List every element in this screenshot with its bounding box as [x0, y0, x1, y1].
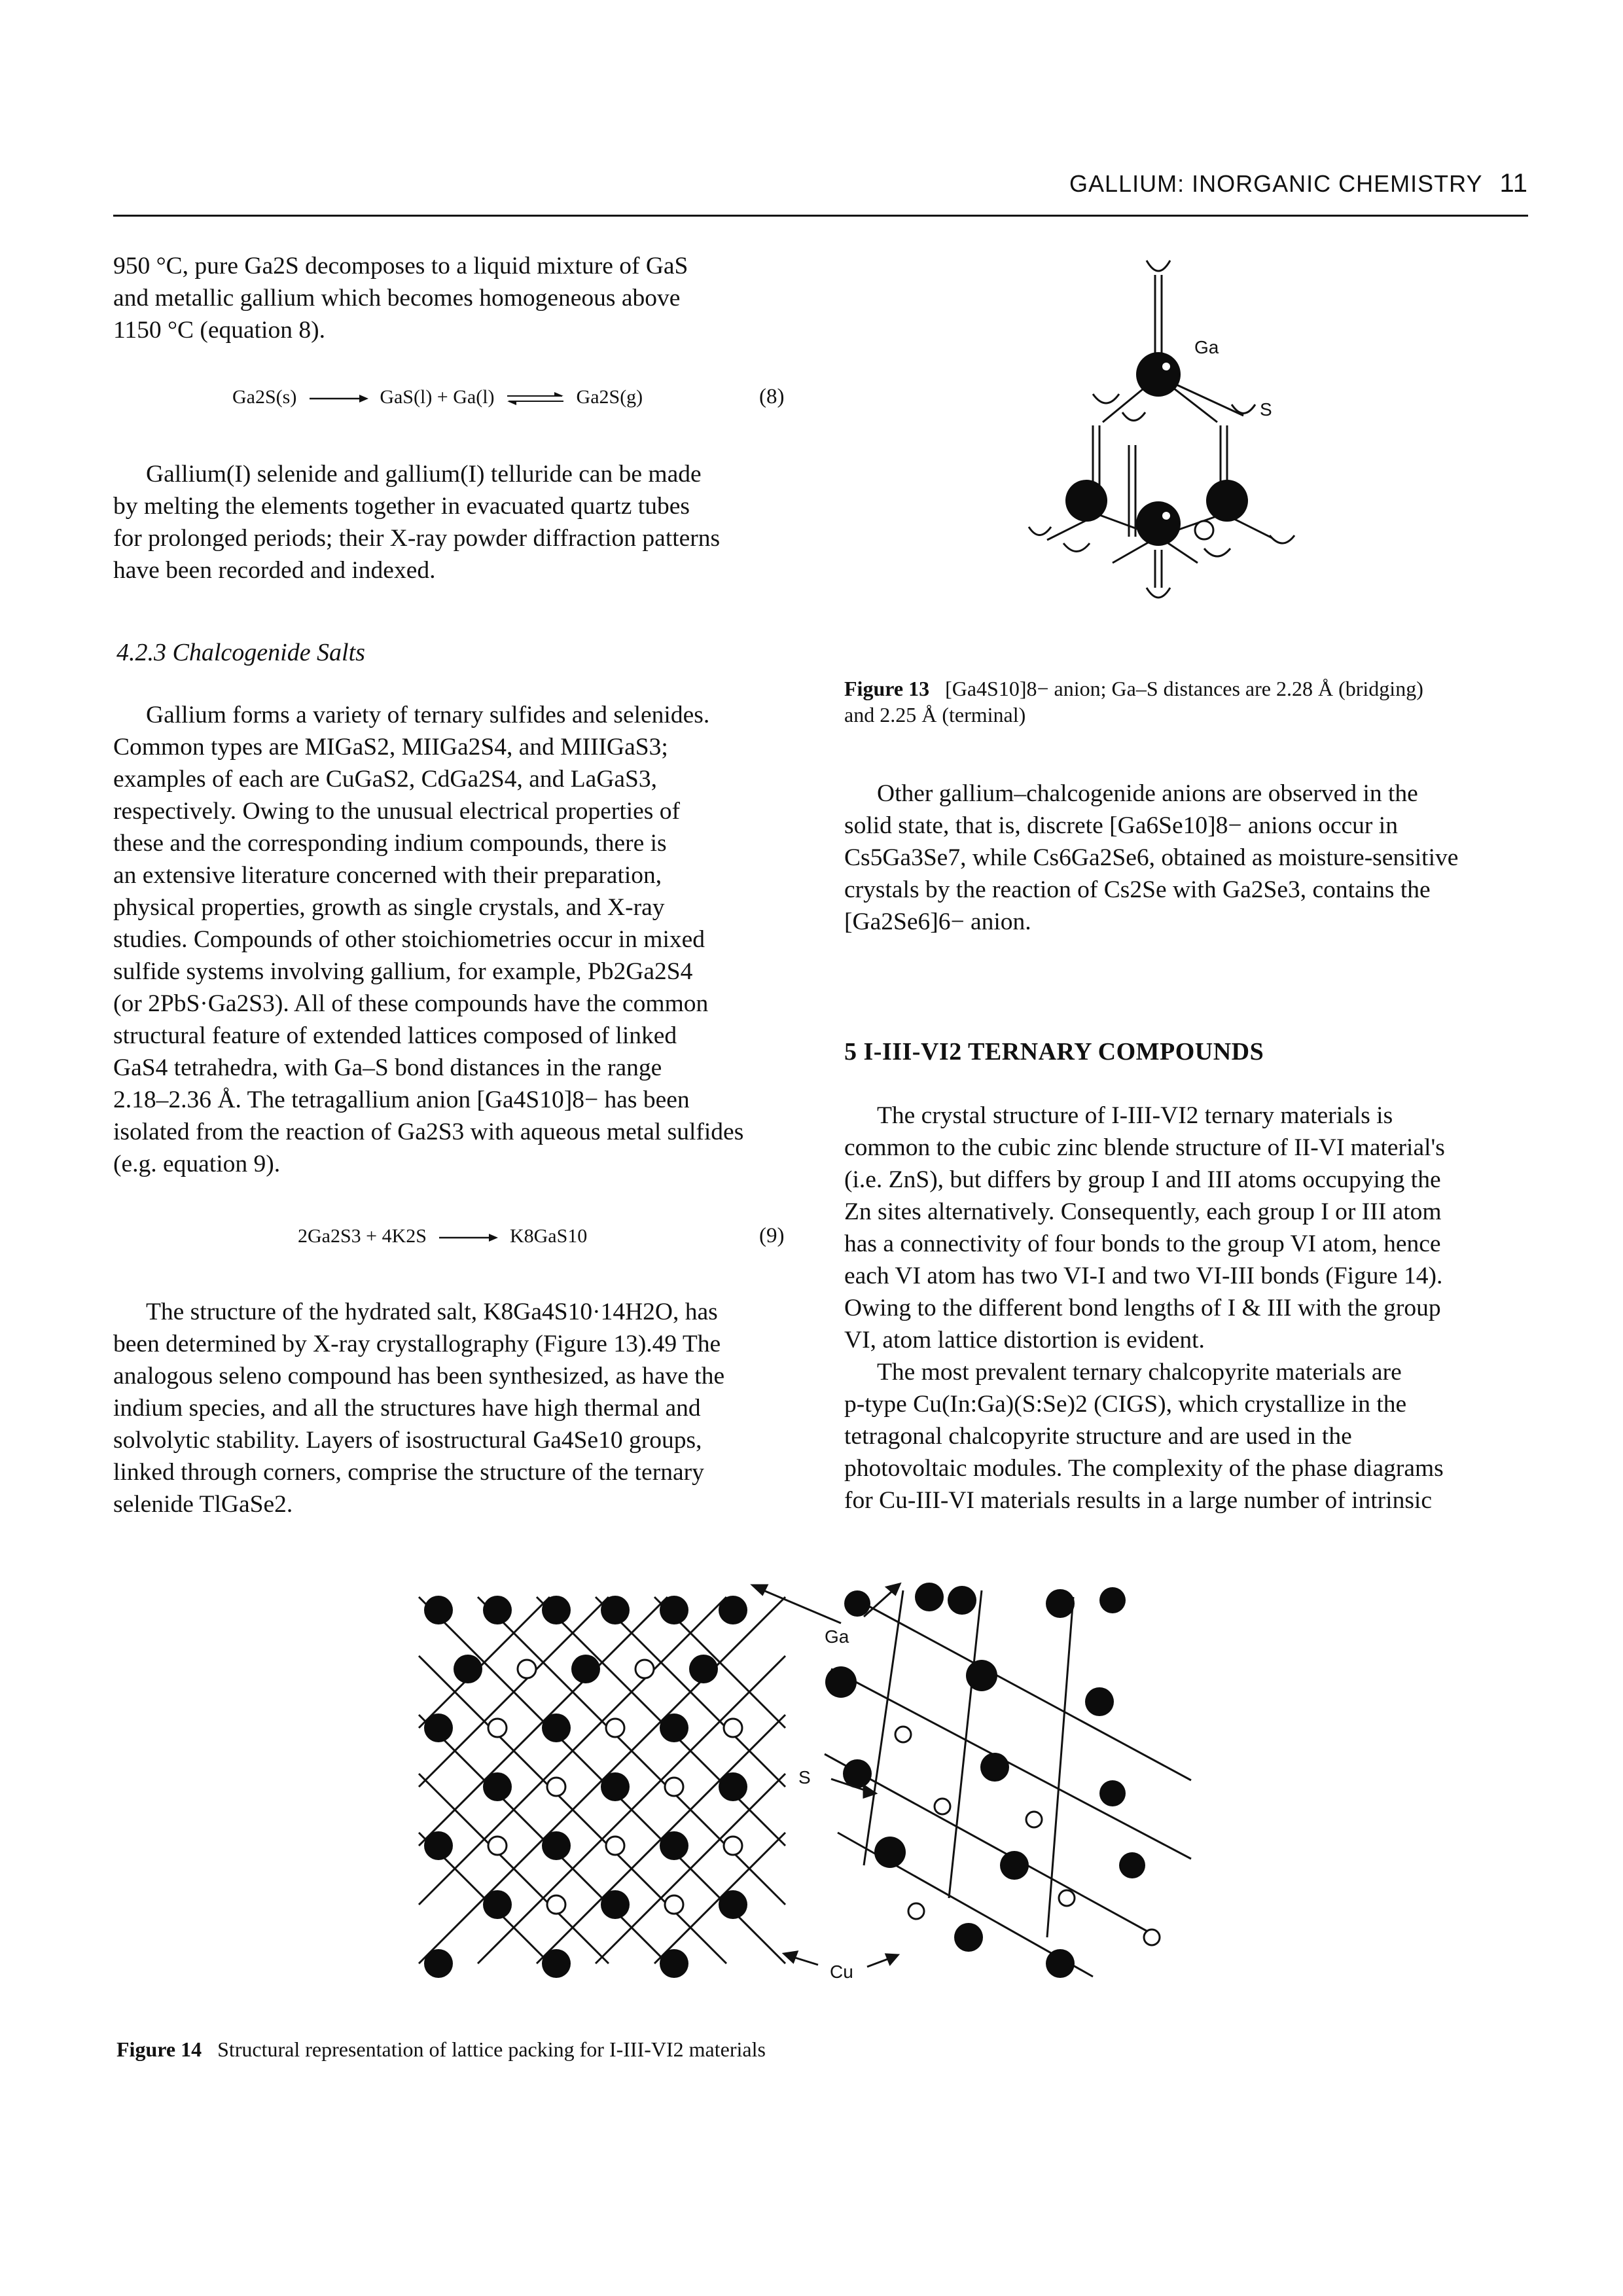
text-line: studies. Compounds of other stoichiometr…: [113, 926, 705, 953]
figure-13-caption-line: and 2.25 Å (terminal): [844, 703, 1026, 726]
subsection-heading: 4.2.3 Chalcogenide Salts: [116, 639, 365, 666]
equation-8-rhs: Ga2S(g): [576, 386, 643, 408]
text-line: solid state, that is, discrete [Ga6Se10]…: [844, 812, 1398, 839]
text-line: solvolytic stability. Layers of isostruc…: [113, 1427, 702, 1454]
equation-8-lhs: Ga2S(s): [232, 386, 297, 408]
text-line: sulfide systems involving gallium, for e…: [113, 958, 693, 985]
section-heading: 5 I-III-VI2 TERNARY COMPOUNDS: [844, 1038, 1264, 1066]
paragraph-hydrated-salt: The structure of the hydrated salt, K8Ga…: [113, 1296, 789, 1520]
figure-14-caption-text: Structural representation of lattice pac…: [217, 2037, 766, 2061]
text-line: an extensive literature concerned with t…: [113, 862, 662, 889]
figure-14-caption-label: Figure 14: [116, 2037, 202, 2061]
reaction-arrow-icon: [309, 395, 368, 403]
equation-8-number: (8): [759, 385, 785, 408]
text-line: 2.18–2.36 Å. The tetragallium anion [Ga4…: [113, 1086, 690, 1113]
figure-13-caption-line: [Ga4S10]8− anion; Ga–S distances are 2.2…: [945, 677, 1423, 700]
equation-9-lhs: 2Ga2S3 + 4K2S: [298, 1225, 427, 1247]
text-line: tetragonal chalcopyrite structure and ar…: [844, 1423, 1352, 1450]
text-line: p-type Cu(In:Ga)(S:Se)2 (CIGS), which cr…: [844, 1391, 1407, 1418]
header-rule: [113, 215, 1528, 217]
text-line: and metallic gallium which becomes homog…: [113, 285, 681, 312]
text-line: linked through corners, comprise the str…: [113, 1459, 704, 1486]
text-line: crystals by the reaction of Cs2Se with G…: [844, 876, 1431, 903]
text-line: for prolonged periods; their X-ray powde…: [113, 525, 721, 552]
paragraph-chalcopyrite: The most prevalent ternary chalcopyrite …: [844, 1356, 1528, 1516]
figure-13-caption-label: Figure 13: [844, 677, 930, 700]
figure-13-anion-structure: Ga S: [1027, 260, 1296, 599]
text-line: each VI atom has two VI-I and two VI-III…: [844, 1263, 1443, 1289]
text-line: physical properties, growth as single cr…: [113, 894, 665, 921]
text-line: isolated from the reaction of Ga2S3 with…: [113, 1119, 744, 1145]
text-line: structural feature of extended lattices …: [113, 1022, 677, 1049]
text-line: has a connectivity of four bonds to the …: [844, 1230, 1441, 1257]
text-line: [Ga2Se6]6− anion.: [844, 908, 1031, 935]
text-line: Zn sites alternatively. Consequently, ea…: [844, 1198, 1442, 1225]
text-line: Cs5Ga3Se7, while Cs6Ga2Se6, obtained as …: [844, 844, 1459, 871]
text-line: GaS4 tetrahedra, with Ga–S bond distance…: [113, 1054, 662, 1081]
figure-13-caption: Figure 13 [Ga4S10]8− anion; Ga–S distanc…: [844, 675, 1531, 728]
equation-9: 2Ga2S3 + 4K2S K8GaS10: [298, 1225, 587, 1247]
paragraph-selenide-telluride: Gallium(I) selenide and gallium(I) tellu…: [113, 458, 789, 586]
equation-9-rhs: K8GaS10: [509, 1225, 588, 1247]
equation-8-mid: GaS(l) + Ga(l): [380, 386, 495, 408]
text-line: Common types are MIGaS2, MIIGa2S4, and M…: [113, 734, 668, 761]
running-header: GALLIUM: INORGANIC CHEMISTRY 11: [1018, 169, 1528, 208]
figure-14-caption: Figure 14 Structural representation of l…: [116, 2036, 1033, 2062]
paragraph-ga2s-decomposition: 950 °C, pure Ga2S decomposes to a liquid…: [113, 250, 789, 346]
text-line: for Cu-III-VI materials results in a lar…: [844, 1487, 1432, 1514]
equation-9-number: (9): [759, 1224, 785, 1247]
text-line: have been recorded and indexed.: [113, 557, 436, 584]
text-line: examples of each are CuGaS2, CdGa2S4, an…: [113, 766, 658, 793]
figure-13-label-ga: Ga: [1194, 337, 1219, 357]
paragraph-chalcogenide-salts: Gallium forms a variety of ternary sulfi…: [113, 699, 789, 1180]
figure-13-label-s: S: [1260, 399, 1272, 420]
text-line: (e.g. equation 9).: [113, 1151, 281, 1177]
paragraph-other-anions: Other gallium–chalcogenide anions are ob…: [844, 778, 1528, 938]
text-line: been determined by X-ray crystallography…: [113, 1331, 721, 1357]
text-line: 1150 °C (equation 8).: [113, 317, 325, 344]
text-line: (i.e. ZnS), but differs by group I and I…: [844, 1166, 1441, 1193]
equilibrium-arrow-icon: [507, 392, 564, 406]
figure-14-lattice-packing: Ga S Cu: [418, 1582, 1192, 1982]
text-line: indium species, and all the structures h…: [113, 1395, 701, 1422]
text-line: Gallium forms a variety of ternary sulfi…: [146, 702, 710, 728]
text-line: The crystal structure of I-III-VI2 terna…: [877, 1102, 1393, 1129]
paragraph-ternary-structure: The crystal structure of I-III-VI2 terna…: [844, 1100, 1528, 1356]
text-line: Gallium(I) selenide and gallium(I) tellu…: [146, 461, 702, 488]
text-line: The most prevalent ternary chalcopyrite …: [877, 1359, 1402, 1386]
text-line: The structure of the hydrated salt, K8Ga…: [146, 1299, 718, 1325]
text-line: selenide TlGaSe2.: [113, 1491, 293, 1518]
text-line: respectively. Owing to the unusual elect…: [113, 798, 681, 825]
text-line: photovoltaic modules. The complexity of …: [844, 1455, 1444, 1482]
figure-14-label-s: S: [798, 1767, 811, 1787]
text-line: Other gallium–chalcogenide anions are ob…: [877, 780, 1418, 807]
figure-14-label-ga: Ga: [825, 1626, 849, 1647]
figure-14-label-cu: Cu: [830, 1962, 853, 1982]
page-number: 11: [1499, 169, 1528, 198]
text-line: (or 2PbS·Ga2S3). All of these compounds …: [113, 990, 709, 1017]
text-line: 950 °C, pure Ga2S decomposes to a liquid…: [113, 253, 688, 279]
text-line: these and the corresponding indium compo…: [113, 830, 667, 857]
running-header-title: GALLIUM: INORGANIC CHEMISTRY: [1069, 170, 1483, 197]
equation-8: Ga2S(s) GaS(l) + Ga(l) Ga2S(g): [232, 386, 643, 408]
text-line: by melting the elements together in evac…: [113, 493, 690, 520]
reaction-arrow-icon: [439, 1234, 499, 1242]
text-line: VI, atom lattice distortion is evident.: [844, 1327, 1205, 1354]
text-line: analogous seleno compound has been synth…: [113, 1363, 725, 1390]
text-line: common to the cubic zinc blende structur…: [844, 1134, 1445, 1161]
text-line: Owing to the different bond lengths of I…: [844, 1295, 1441, 1321]
